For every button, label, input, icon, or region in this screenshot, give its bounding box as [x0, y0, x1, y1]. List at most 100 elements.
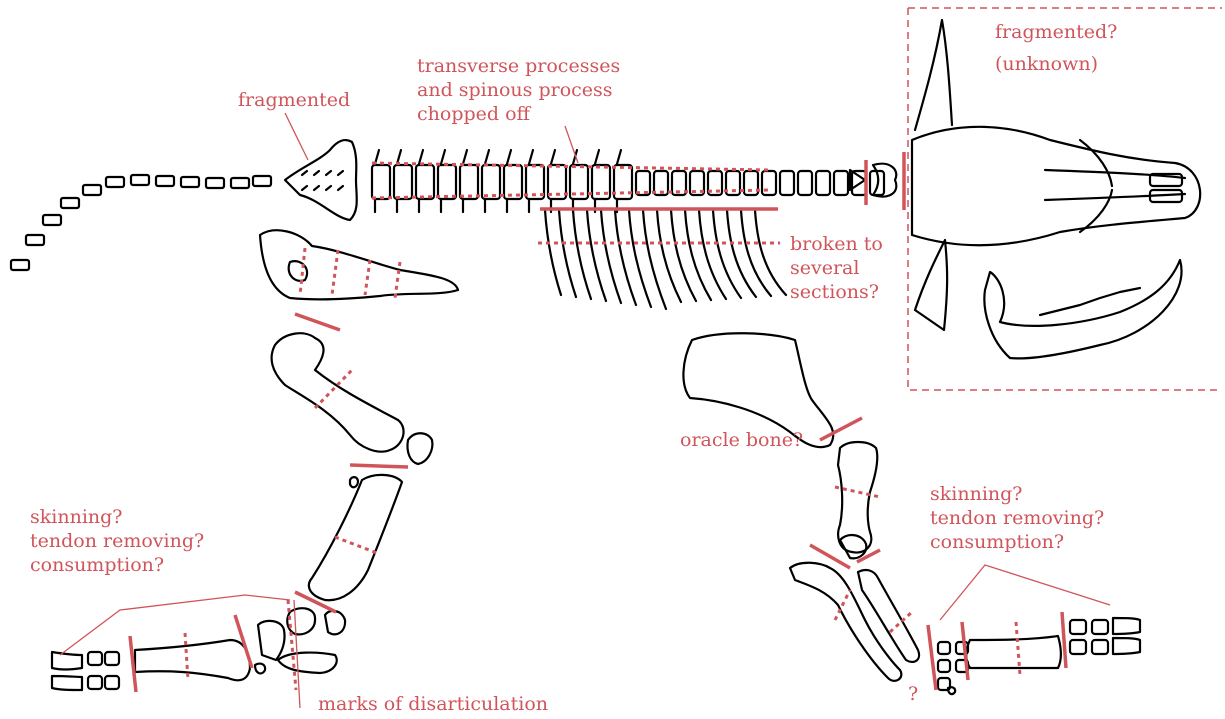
- hoof-tip-left-1: [52, 652, 82, 670]
- leader-right-feet: [940, 565, 1110, 620]
- phalanx-right: [1070, 640, 1086, 654]
- vertebra: [438, 165, 456, 199]
- phalanx-left: [88, 652, 102, 665]
- vertebra-process: [551, 150, 555, 212]
- mandible: [984, 260, 1181, 358]
- femur: [272, 333, 404, 451]
- label-question-mark: ?: [908, 682, 918, 706]
- horn-lower: [915, 240, 947, 330]
- vertebra-process: [485, 150, 489, 212]
- tail-vertebra: [43, 215, 61, 225]
- sacrum-foramina: [326, 171, 331, 190]
- label-vertebra-line1: transverse processes: [417, 54, 620, 78]
- vertebra: [482, 165, 500, 199]
- sacrum-foramina: [338, 171, 343, 190]
- tail-vertebra: [131, 175, 149, 185]
- sacrum: [285, 140, 357, 220]
- tail-vertebra: [106, 177, 124, 187]
- patella: [407, 433, 432, 464]
- rib: [545, 210, 561, 295]
- label-right-feet-line3: consumption?: [930, 530, 1064, 554]
- radius-ulna: [790, 563, 901, 681]
- metacarpal-right: [966, 636, 1061, 668]
- label-ribs-line1: broken to: [790, 232, 883, 256]
- label-vertebra-line3: chopped off: [417, 102, 530, 126]
- rib: [601, 210, 621, 303]
- vertebra-process: [617, 150, 621, 212]
- cut-knee: [350, 465, 408, 467]
- hoof-tip-right-1: [1113, 618, 1140, 634]
- tail-vertebra: [61, 198, 79, 208]
- phalanx-left: [105, 652, 119, 665]
- phalanx-right: [1070, 620, 1086, 634]
- sacrum-foramina: [314, 171, 319, 190]
- phalanx-left: [88, 676, 102, 689]
- label-right-feet-line1: skinning?: [930, 482, 1022, 506]
- label-ribs-line3: sections?: [790, 280, 879, 304]
- label-sacrum-fragmented: fragmented: [238, 88, 350, 112]
- tail-vertebra: [206, 178, 224, 188]
- sacrum-foramina: [302, 171, 307, 190]
- label-oracle-bone: oracle bone?: [680, 428, 803, 452]
- vertebra: [394, 165, 412, 199]
- tail-vertebra: [83, 185, 101, 195]
- tail-vertebra: [231, 178, 249, 188]
- tarsal-1: [287, 608, 315, 634]
- vertebra: [816, 171, 830, 195]
- rib: [615, 210, 636, 305]
- butchery-marks: [60, 8, 1222, 708]
- vertebra-process: [529, 150, 533, 212]
- tarsal-calcaneus: [258, 621, 285, 660]
- vertebra: [780, 171, 794, 195]
- dash-pelvis-4: [395, 262, 400, 298]
- vertebra-process: [397, 150, 401, 212]
- horn-upper: [915, 20, 952, 130]
- vertebra: [460, 165, 478, 199]
- rib: [755, 210, 786, 295]
- carpal-small: [948, 687, 955, 694]
- dash-pelvis-2: [332, 250, 338, 295]
- hoof-tip-left-2: [52, 676, 82, 690]
- tail-vertebra: [26, 235, 44, 245]
- label-ribs-line2: several: [790, 256, 859, 280]
- tarsal-3: [278, 653, 337, 673]
- cut-metacarpal-distal: [1062, 612, 1066, 668]
- cut-hip: [295, 314, 340, 330]
- dash-ulna: [890, 612, 912, 632]
- dash-tibia: [335, 537, 377, 553]
- cut-carpal: [928, 625, 936, 690]
- carpal: [938, 660, 950, 672]
- phalanx-left: [105, 676, 119, 689]
- skeleton-bones: [11, 20, 1200, 694]
- label-left-feet-line2: tendon removing?: [30, 529, 204, 553]
- cut-shoulder: [820, 418, 862, 440]
- vertebra-process: [507, 150, 511, 212]
- phalanx-right: [1092, 640, 1108, 654]
- vertebra: [834, 171, 848, 195]
- label-skull-fragmented: fragmented?: [995, 20, 1117, 44]
- vertebra-process: [595, 150, 599, 212]
- tail-vertebra: [156, 176, 174, 186]
- metatarsal-left: [135, 640, 250, 680]
- label-disarticulation: marks of disarticulation: [318, 692, 548, 716]
- sesamoid: [255, 664, 265, 674]
- fibula-head: [350, 477, 358, 487]
- ulna-shaft: [858, 570, 919, 662]
- dash-pelvis-3: [365, 260, 370, 295]
- leader-vertebra: [565, 126, 578, 163]
- vertebra: [416, 165, 434, 199]
- leader-sacrum: [285, 113, 308, 160]
- vertebra-process: [419, 150, 423, 212]
- tibia: [309, 475, 402, 600]
- phalanx-right: [1092, 620, 1108, 634]
- label-left-feet-line3: consumption?: [30, 553, 164, 577]
- tail-vertebra: [253, 176, 271, 186]
- label-skull-unknown: (unknown): [995, 52, 1098, 76]
- vertebra: [798, 171, 812, 195]
- tail-vertebra: [181, 177, 199, 187]
- humerus-condyle: [840, 535, 866, 558]
- label-right-feet-line2: tendon removing?: [930, 506, 1104, 530]
- hoof-tip-right-2: [1113, 638, 1140, 654]
- label-left-feet-line1: skinning?: [30, 505, 122, 529]
